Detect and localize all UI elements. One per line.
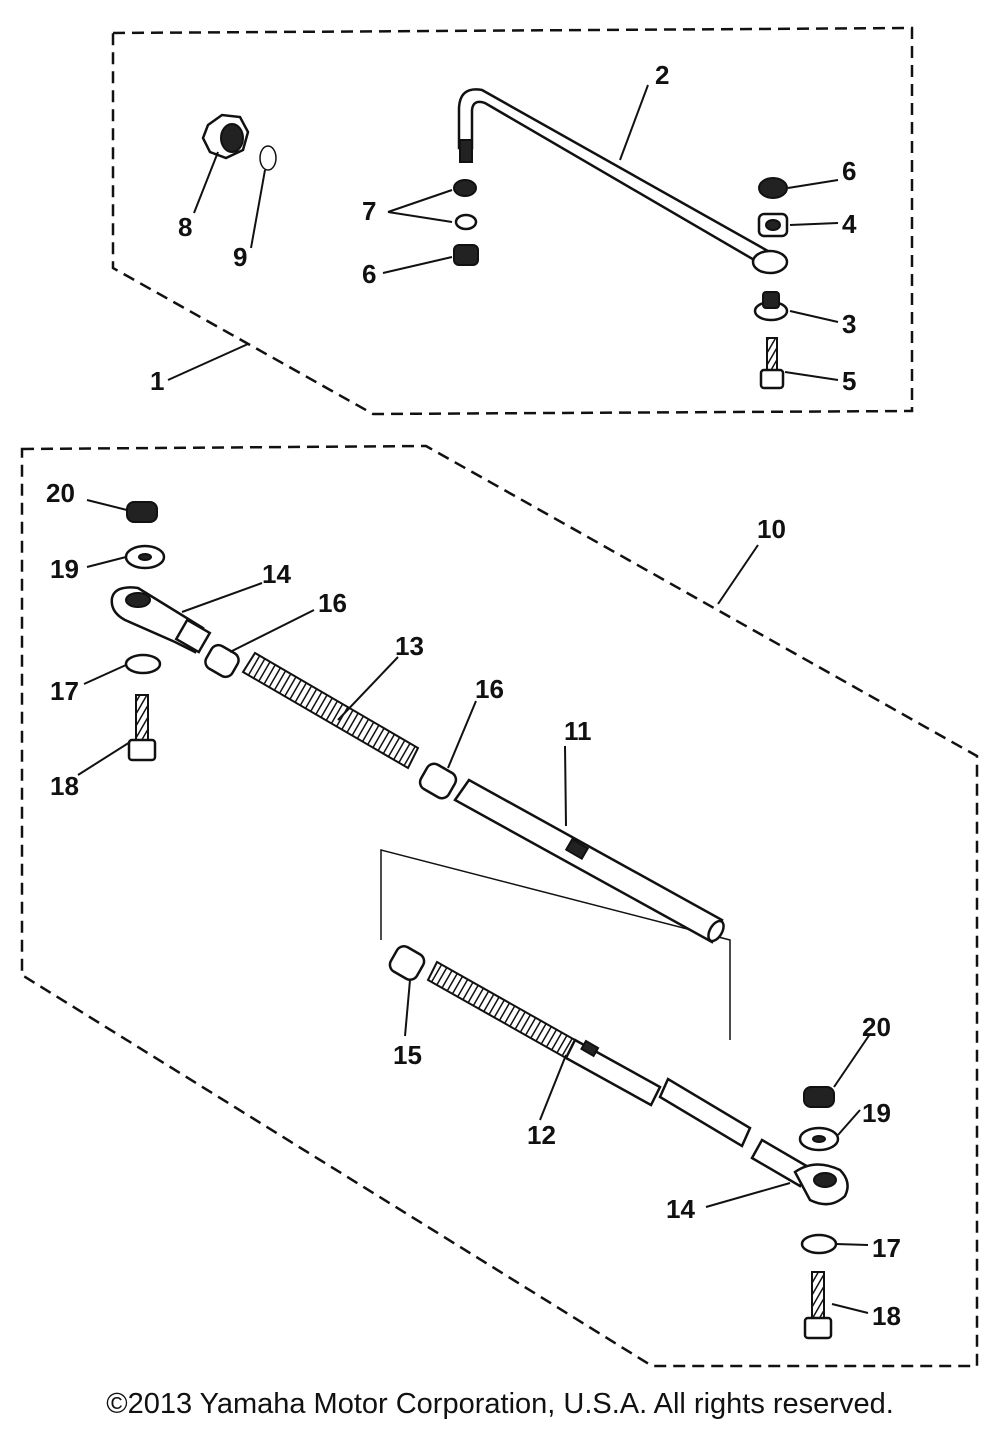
leader-p19a (86, 556, 127, 568)
part-6-nut-left (453, 244, 479, 266)
callout-20-left: 20 (46, 478, 75, 508)
callout-6-upper-left: 6 (362, 259, 376, 289)
kit-10-boundary (20, 444, 979, 1368)
callout-18-left: 18 (50, 771, 79, 801)
leader-p6b (382, 256, 453, 274)
part-19-washer-left (124, 544, 166, 570)
part-2-steering-rod (457, 88, 777, 270)
callout-15: 15 (393, 1040, 422, 1070)
copyright-notice: ©2013 Yamaha Motor Corporation, U.S.A. A… (106, 1388, 894, 1420)
part-17-spacer-left (124, 653, 162, 675)
leader-p19b (837, 1109, 861, 1136)
part-20-nut-right (803, 1086, 835, 1108)
kit-1-boundary (111, 26, 914, 416)
leader-p17a (83, 664, 127, 685)
leader-p14b (705, 1182, 791, 1208)
callout-5: 5 (842, 366, 856, 396)
callout-8: 8 (178, 212, 192, 242)
callout-1: 1 (150, 366, 164, 396)
callout-17-right: 17 (872, 1233, 901, 1263)
callout-16-right: 16 (475, 674, 504, 704)
part-8-nut (201, 113, 250, 160)
leader-p11 (564, 745, 567, 827)
leader-p9 (250, 169, 266, 249)
part-18-bolt-left (127, 694, 157, 762)
leader-p13 (337, 656, 399, 721)
callout-7: 7 (362, 196, 376, 226)
leader-p6a (787, 179, 839, 189)
part-14-rod-end-left (110, 586, 212, 654)
part-15-nut (388, 945, 426, 981)
part-2-rod-eye (751, 249, 789, 275)
leader-p5 (784, 371, 839, 381)
sub-assembly-bracket (380, 849, 731, 1040)
leader-p17b (835, 1243, 869, 1246)
part-7-washer-top (453, 179, 477, 197)
leader-p18b (831, 1303, 869, 1314)
callout-14-right: 14 (666, 1194, 695, 1224)
leader-p3 (789, 310, 839, 323)
leader-p14a (181, 582, 263, 613)
part-6-nut-right (758, 177, 788, 199)
leader-p10 (717, 544, 759, 605)
part-16-nut-right (418, 762, 458, 800)
leader-p7a (387, 189, 453, 213)
part-13-threaded-rod (241, 651, 420, 770)
callout-6-upper-right: 6 (842, 156, 856, 186)
leader-p2 (619, 84, 649, 161)
callout-17-left: 17 (50, 676, 79, 706)
callout-9: 9 (233, 242, 247, 272)
callout-10: 10 (757, 514, 786, 544)
part-14-rod-end-right (750, 1138, 849, 1206)
part-19-washer-right (798, 1126, 840, 1152)
callout-20-right: 20 (862, 1012, 891, 1042)
leader-p8 (193, 151, 219, 214)
part-4-bushing (757, 212, 789, 238)
part-11-sleeve-tube (453, 778, 725, 944)
callout-19-left: 19 (50, 554, 79, 584)
leader-p4 (789, 222, 839, 226)
callout-3: 3 (842, 309, 856, 339)
callout-16-left: 16 (318, 588, 347, 618)
leader-p16b (447, 700, 477, 769)
part-16-nut-left (204, 643, 240, 679)
leader-p18a (77, 741, 131, 776)
callout-18-right: 18 (872, 1301, 901, 1331)
callout-14-left: 14 (262, 559, 291, 589)
part-7-washer-bottom (454, 213, 478, 231)
part-5-bolt (759, 337, 785, 390)
callout-13: 13 (395, 631, 424, 661)
part-3-collar (753, 291, 789, 322)
part-12-threaded-rod (426, 960, 752, 1148)
callout-2: 2 (655, 60, 669, 90)
part-18-bolt-right (803, 1271, 833, 1340)
callout-4: 4 (842, 209, 857, 239)
leader-p16a (229, 609, 315, 653)
leader-p12 (539, 1054, 567, 1121)
part-17-spacer-right (800, 1233, 838, 1255)
part-9-o-ring (259, 145, 277, 171)
callout-12: 12 (527, 1120, 556, 1150)
callout-19-right: 19 (862, 1098, 891, 1128)
callout-11: 11 (564, 716, 592, 746)
part-20-nut-left (126, 501, 158, 523)
leader-p20b (833, 1033, 871, 1088)
leader-p20a (86, 499, 128, 511)
leader-p7b (387, 211, 453, 223)
leader-p1 (167, 343, 249, 381)
leader-p15 (404, 979, 411, 1037)
